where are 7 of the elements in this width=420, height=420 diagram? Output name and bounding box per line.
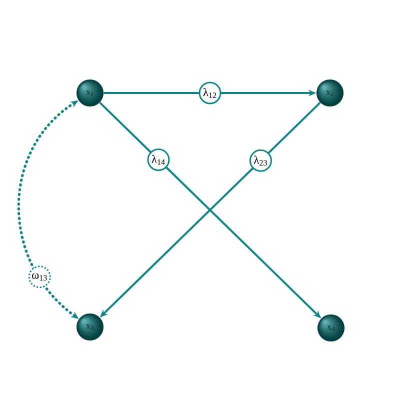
variable-label: x$_{3}$ <box>86 324 94 330</box>
edge-label: λ$_{23}$ <box>249 149 272 172</box>
edge-label: λ$_{14}$ <box>147 148 170 172</box>
edge-label: λ$_{12}$ <box>198 82 222 104</box>
edge-label: ω$_{13}$ <box>28 266 51 288</box>
variable-label: x$_{4}$ <box>327 325 334 331</box>
variable-label: x$_{2}$ <box>326 90 334 96</box>
